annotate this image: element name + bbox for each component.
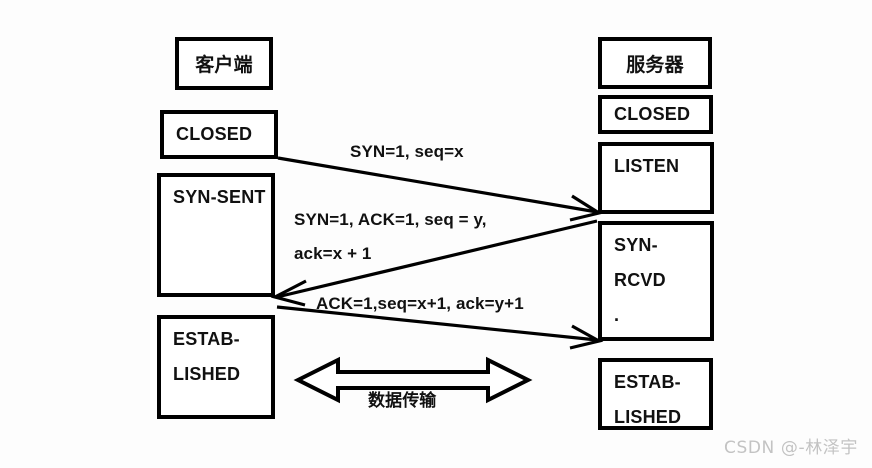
client-state-established: ESTAB- LISHED bbox=[157, 315, 275, 419]
client-state-syn-sent: SYN-SENT bbox=[157, 173, 275, 297]
message-label-ack: ACK=1,seq=x+1, ack=y+1 bbox=[316, 294, 524, 313]
csdn-watermark: CSDN @-林泽宇 bbox=[723, 438, 858, 458]
server-state-listen-label: LISTEN bbox=[614, 156, 680, 176]
client-state-established-label-line1: ESTAB- bbox=[173, 329, 240, 349]
server-state-closed-label: CLOSED bbox=[614, 104, 691, 124]
server-state-established: ESTAB- LISHED bbox=[598, 358, 713, 430]
message-label-syn-ack-line1: SYN=1, ACK=1, seq = y, bbox=[294, 210, 487, 229]
server-state-syn-rcvd-label-line3: . bbox=[614, 305, 620, 325]
message-arrow-syn-ack bbox=[270, 219, 598, 307]
server-state-syn-rcvd-label-line1: SYN- bbox=[614, 235, 658, 255]
message-label-syn: SYN=1, seq=x bbox=[350, 142, 464, 161]
message-arrow-ack bbox=[276, 305, 604, 350]
client-state-established-label-line2: LISHED bbox=[173, 364, 241, 384]
message-label-syn-ack-line2: ack=x + 1 bbox=[294, 244, 372, 263]
client-state-closed: CLOSED bbox=[160, 110, 278, 159]
server-endpoint-title-box: 服务器 bbox=[598, 37, 712, 89]
server-state-established-label-line2: LISHED bbox=[614, 407, 682, 427]
server-state-syn-rcvd: SYN- RCVD . bbox=[598, 221, 714, 341]
client-state-closed-label: CLOSED bbox=[176, 124, 253, 144]
server-state-syn-rcvd-label-line2: RCVD bbox=[614, 270, 666, 290]
client-state-syn-sent-label: SYN-SENT bbox=[173, 187, 266, 207]
client-endpoint-title: 客户端 bbox=[195, 55, 253, 76]
server-endpoint-title: 服务器 bbox=[626, 54, 684, 76]
server-state-listen: LISTEN bbox=[598, 142, 714, 214]
server-state-established-label-line1: ESTAB- bbox=[614, 372, 681, 392]
data-transfer-arrow bbox=[293, 356, 533, 404]
server-state-closed: CLOSED bbox=[598, 95, 713, 134]
client-endpoint-title-box: 客户端 bbox=[175, 37, 273, 90]
data-transfer-label: 数据传输 bbox=[368, 391, 437, 411]
